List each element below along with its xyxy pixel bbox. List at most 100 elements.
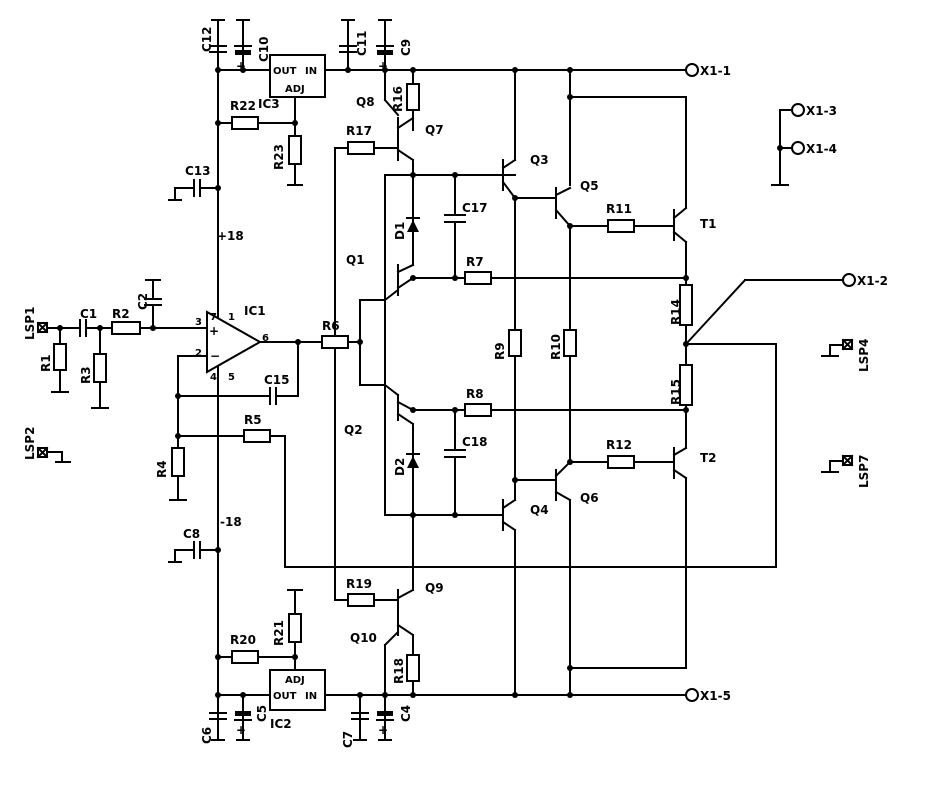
capacitor-c13: C13 [168, 164, 219, 201]
capacitor-c1: C1 [79, 307, 113, 337]
capacitor-c5: + C5 [234, 694, 269, 741]
label-r20: R20 [230, 633, 256, 647]
label-r17: R17 [346, 124, 372, 138]
label-c17: C17 [462, 201, 488, 215]
label-t2: T2 [700, 451, 717, 465]
diode-d2: D2 [393, 423, 420, 516]
ic3-out-pin: OUT [273, 66, 297, 77]
capacitor-c17: C17 [444, 174, 488, 279]
capacitor-c9: + C9 [376, 19, 413, 73]
output-net [284, 273, 856, 568]
transistor-q2: Q2 [344, 383, 415, 437]
label-c5: C5 [255, 705, 269, 722]
label-ic1: IC1 [244, 304, 266, 318]
label-r4: R4 [155, 460, 169, 478]
label-q6: Q6 [580, 491, 599, 505]
label-r9: R9 [493, 342, 507, 360]
terminal-x1-2[interactable] [842, 273, 856, 287]
pin-7: 7 [210, 312, 217, 323]
opamp-plus: + [209, 324, 219, 338]
label-c9: C9 [399, 39, 413, 56]
label-x1-1: X1-1 [700, 64, 731, 78]
resistor-r5: R5 [175, 413, 286, 443]
label-r2: R2 [112, 307, 130, 321]
label-x1-2: X1-2 [857, 274, 888, 288]
capacitor-c7: C7 [341, 694, 369, 748]
label-c10-plus: + [236, 59, 246, 73]
diode-d1: D1 [393, 174, 420, 266]
ic2-out-pin: OUT [273, 691, 297, 702]
transistor-q3: Q3 [501, 69, 549, 331]
capacitor-c4: + C4 [376, 694, 413, 741]
label-x1-3: X1-3 [806, 104, 837, 118]
resistor-r14: R14 [669, 284, 693, 366]
resistor-r19: R19 [334, 577, 399, 607]
label-c12: C12 [200, 26, 214, 52]
opamp-minus: − [210, 349, 220, 363]
regulator-ic2: ADJ OUT IN IC2 [269, 669, 326, 731]
input-lsp2: LSP2 [23, 427, 71, 463]
pin-6: 6 [262, 333, 269, 344]
speaker-lsp4: LSP4 [821, 339, 871, 372]
pin-5: 5 [228, 372, 235, 383]
transistor-t2: T2 [569, 444, 717, 669]
capacitor-c10: + C10 [234, 19, 271, 73]
ic3-in-pin: IN [305, 66, 317, 77]
label-c5-plus: + [236, 723, 246, 737]
pin-1: 1 [228, 312, 235, 323]
label-lsp1: LSP1 [23, 307, 37, 340]
label-c11: C11 [355, 30, 369, 56]
label-c15: C15 [264, 373, 290, 387]
label-q7: Q7 [425, 123, 444, 137]
resistor-r10: R10 [549, 329, 577, 461]
label-t1: T1 [700, 217, 717, 231]
capacitor-c12: C12 [200, 19, 227, 71]
ic3-adj-pin: ADJ [285, 84, 305, 95]
input-lsp1: LSP1 [23, 307, 81, 340]
label-c4-plus: + [378, 723, 388, 737]
label-plus18: +18 [217, 229, 244, 243]
label-r8: R8 [466, 387, 484, 401]
label-r3: R3 [79, 366, 93, 384]
terminal-x1-1[interactable] [685, 63, 699, 77]
capacitor-c2: C2 [136, 279, 162, 331]
terminal-x1-4[interactable] [791, 141, 805, 155]
label-c10: C10 [257, 36, 271, 62]
terminal-x1-5[interactable] [685, 688, 699, 702]
label-r16: R16 [391, 86, 405, 112]
label-q9: Q9 [425, 581, 444, 595]
label-x1-4: X1-4 [806, 142, 837, 156]
transistor-q8: Q8 Q7 [356, 69, 444, 162]
resistor-r16: R16 [391, 69, 420, 131]
resistor-r1: R1 [39, 327, 69, 393]
resistor-r9: R9 [493, 329, 522, 501]
resistor-r23: R23 [272, 122, 303, 186]
ic2-in-pin: IN [305, 691, 317, 702]
resistor-r8: R8 [464, 387, 492, 417]
label-ic3: IC3 [258, 97, 280, 111]
label-r19: R19 [346, 577, 372, 591]
label-r10: R10 [549, 334, 563, 360]
pin-2: 2 [195, 348, 202, 359]
label-d1: D1 [393, 222, 407, 240]
label-c6: C6 [200, 727, 214, 744]
terminal-x1-3[interactable] [791, 103, 805, 117]
label-lsp2: LSP2 [23, 427, 37, 460]
resistor-r12: R12 [569, 438, 675, 469]
label-c1: C1 [80, 307, 97, 321]
label-lsp4: LSP4 [857, 339, 871, 372]
transistor-t1: T1 [569, 96, 717, 286]
speaker-lsp7: LSP7 [821, 455, 871, 488]
label-q10: Q10 [350, 631, 377, 645]
resistor-r2: R2 [111, 307, 208, 335]
label-ic2: IC2 [270, 717, 292, 731]
label-q5: Q5 [580, 179, 599, 193]
label-r6: R6 [322, 319, 340, 333]
transistor-q1: Q1 [346, 253, 415, 302]
resistor-r17: R17 [334, 124, 399, 155]
label-d2: D2 [393, 458, 407, 476]
resistor-r22: R22 [217, 99, 296, 130]
label-q4: Q4 [530, 503, 549, 517]
ic2-adj-pin: ADJ [285, 675, 305, 686]
